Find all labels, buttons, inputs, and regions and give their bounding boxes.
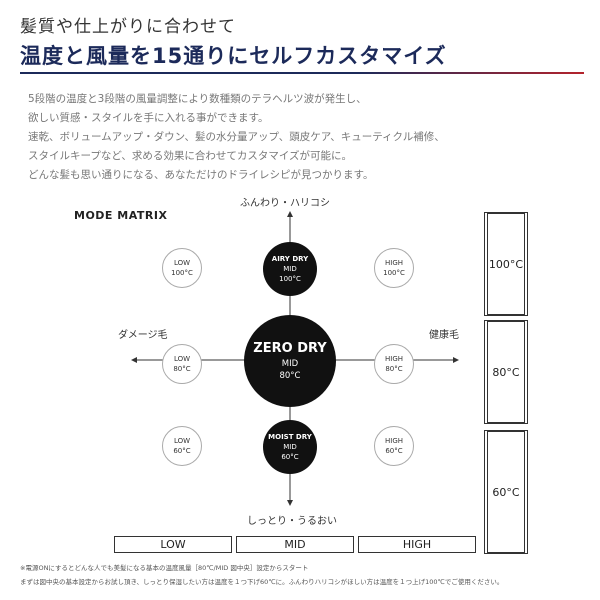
page-title: 温度と風量を15通りにセルフカスタマイズ (20, 44, 447, 68)
description: 5段階の温度と3段階の風量調整により数種類のテラヘルツ波が発生し、 欲しい質感・… (28, 90, 445, 185)
mode-high-100: HIGH 100°C (374, 248, 414, 288)
mode-high-80: HIGH 80°C (374, 344, 414, 384)
airflow-box-mid: MID (236, 536, 354, 553)
temp-box-60: 60°C (484, 430, 528, 554)
description-line: どんな髪も思い通りになる、あなただけのドライレシピが見つかります。 (28, 169, 374, 181)
mode-matrix-label: MODE MATRIX (74, 209, 168, 222)
temp-box-80: 80°C (484, 320, 528, 424)
footnote-line: ※電源ONにするとどんな人でも美髪になる基本の温度風量［80℃/MID 図中央］… (20, 564, 309, 572)
mode-high-60: HIGH 60°C (374, 426, 414, 466)
axis-label-top: ふんわり・ハリコシ (240, 198, 330, 209)
title-divider (20, 72, 584, 74)
description-line: 欲しい質感・スタイルを手に入れる事ができます。 (28, 112, 269, 124)
mode-low-100: LOW 100°C (162, 248, 202, 288)
airflow-box-high: HIGH (358, 536, 476, 553)
footnotes: ※電源ONにするとどんな人でも美髪になる基本の温度風量［80℃/MID 図中央］… (20, 561, 503, 589)
mode-moist-dry: MOIST DRY MID 60°C (263, 420, 317, 474)
axis-label-right: 健康毛 (429, 330, 459, 341)
mode-airy-dry: AIRY DRY MID 100°C (263, 242, 317, 296)
axis-label-left: ダメージ毛 (118, 330, 168, 341)
temp-box-100: 100°C (484, 212, 528, 316)
axis-label-bottom: しっとり・うるおい (247, 516, 337, 527)
mode-low-60: LOW 60°C (162, 426, 202, 466)
airflow-box-low: LOW (114, 536, 232, 553)
footnote-line: まずは図中央の基本設定からお試し頂き、しっとり保湿したい方は温度を１つ下げ60℃… (20, 578, 504, 586)
description-line: 5段階の温度と3段階の風量調整により数種類のテラヘルツ波が発生し、 (28, 93, 367, 105)
description-line: スタイルキープなど、求める効果に合わせてカスタマイズが可能に。 (28, 150, 353, 162)
page-subtitle: 髪質や仕上がりに合わせて (20, 17, 236, 37)
mode-zero-dry: ZERO DRY MID 80°C (244, 315, 336, 407)
description-line: 速乾、ボリュームアップ・ダウン、髪の水分量アップ、頭皮ケア、キューティクル補修、 (28, 131, 445, 143)
mode-low-80: LOW 80°C (162, 344, 202, 384)
